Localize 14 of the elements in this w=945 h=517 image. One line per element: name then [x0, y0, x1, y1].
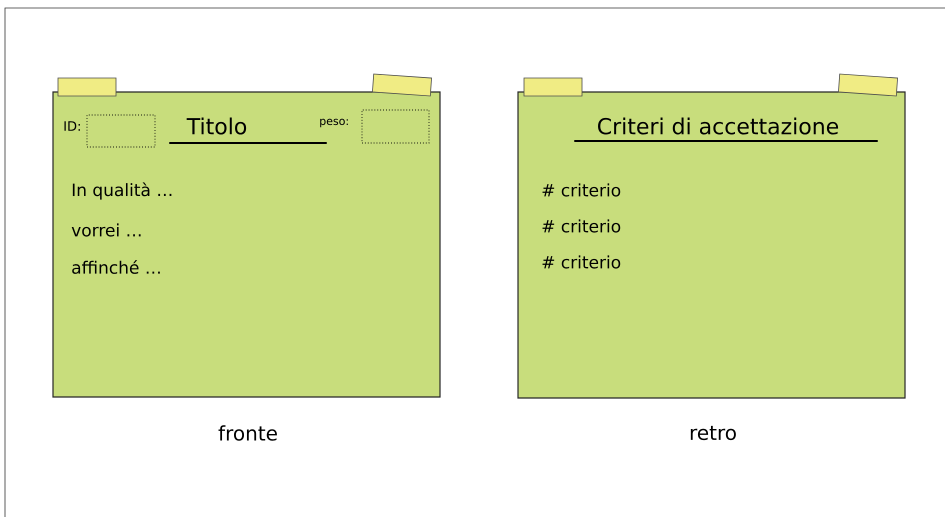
card-title: Titolo	[186, 117, 246, 135]
card-line: affinché …	[72, 260, 160, 274]
card-title: Criteri di accettazione	[598, 117, 838, 135]
card-caption: fronte	[218, 425, 277, 441]
card-line: # criterio	[542, 183, 620, 197]
card-line: In qualità …	[72, 182, 172, 200]
field-label: peso:	[320, 118, 348, 128]
card-line: vorrei …	[72, 223, 141, 237]
card-line: # criterio	[542, 255, 620, 269]
input-field	[362, 110, 430, 144]
input-field	[86, 114, 156, 148]
card-caption: retro	[690, 426, 736, 440]
field-label: ID:	[64, 121, 80, 131]
card-line: # criterio	[542, 219, 620, 233]
